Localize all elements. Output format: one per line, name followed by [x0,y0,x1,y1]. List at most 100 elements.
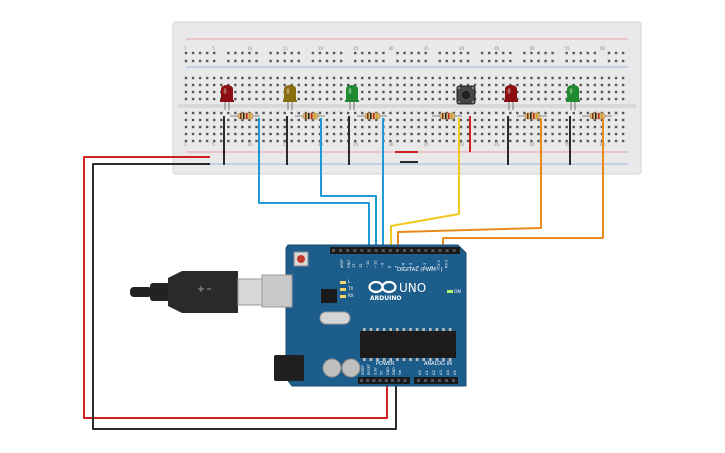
power-pin-label: IOREF [361,365,365,375]
digital-pin-label: 8 [388,265,392,268]
wire-blue-2[interactable] [320,118,377,247]
led-yellow[interactable] [283,85,297,110]
column-number: 45 [494,142,500,147]
power-header-pins [360,379,455,382]
capacitor-1 [322,358,342,378]
column-number: 50 [529,46,535,51]
column-number: 55 [565,142,571,147]
analog-label: ANALOG IN [424,361,452,367]
column-number: 25 [353,46,359,51]
model-label: UNO [399,281,426,295]
led-green[interactable] [566,85,580,110]
resistor[interactable] [517,112,547,120]
power-pin-label: 3.3V [373,367,377,375]
digital-label: DIGITAL (PWM~) [397,267,443,273]
tx-label: TX [347,286,353,291]
ground-jumpers [223,116,571,165]
column-number: 60 [600,46,606,51]
digital-pin-label: ~3 [423,263,427,268]
column-number: 15 [283,142,289,147]
analog-pin-label: A3 [439,370,443,375]
power-pin-label: GND [392,367,396,375]
on-label: ON [454,289,461,295]
resistor[interactable] [295,112,325,120]
wires[interactable] [83,118,604,430]
column-number: 10 [247,142,253,147]
usb-cable[interactable] [130,271,267,313]
power-pin-label: 5V [380,370,384,375]
resistor[interactable] [230,112,260,120]
digital-pin-label: 12 [359,263,363,268]
resistor-group [230,112,612,120]
power-jack [274,355,304,381]
column-number: 5 [212,142,215,147]
analog-pin-label: A1 [425,370,429,375]
wire-black-gnd[interactable] [92,163,397,430]
power-pin-label: RESET [367,363,371,375]
wire-red-5v[interactable] [83,156,388,419]
analog-pin-label: A2 [432,370,436,375]
digital-pin-label: 4 [416,265,420,268]
column-number: 5 [212,46,215,51]
digital-pin-label: ~5 [409,263,413,268]
resistor[interactable] [432,112,462,120]
column-number: 1 [184,142,187,147]
rx-label: RX [348,293,354,298]
capacitor-2 [341,358,361,378]
digital-pin-label: ~9 [380,262,384,268]
digital-pin-label: 7 [395,266,399,268]
brand-label: ARDUINO [370,295,401,302]
column-number: 35 [424,46,430,51]
led-group [220,85,580,110]
column-number: 50 [529,142,535,147]
led-red[interactable] [220,85,234,110]
column-number: 30 [388,46,394,51]
digital-pin-label: ~6 [402,262,406,268]
column-number: 1 [184,46,187,51]
digital-pin-label: TX 1 [437,260,441,269]
power-header [358,377,410,384]
digital-pin-label: RX 0 [444,259,448,268]
column-number: 40 [459,142,465,147]
wire-orange-2[interactable] [442,118,604,247]
reset-button[interactable] [297,255,305,263]
digital-pin-label: 13 [352,263,356,268]
column-number: 30 [388,142,394,147]
wire-blue-1[interactable] [258,118,370,247]
analog-pin-label: A0 [418,370,422,375]
wire-orange-1[interactable] [397,118,542,247]
digital-header-pins [332,249,456,252]
crystal [319,311,351,325]
column-number: 35 [424,142,430,147]
breadboard-holes [184,51,625,143]
column-number: 45 [494,46,500,51]
led-red[interactable] [504,85,518,110]
digital-pin-label: ~11 [366,260,370,268]
column-number: 20 [318,46,324,51]
resistor[interactable] [582,112,612,120]
atmega-chip [360,331,456,358]
led-green[interactable] [345,85,359,110]
column-number: 15 [283,46,289,51]
power-label: POWER [376,361,395,367]
column-number: 55 [565,46,571,51]
resistor[interactable] [357,112,387,120]
digital-pin-label: ~10 [373,260,377,268]
digital-header [330,247,460,254]
arduino-logo-icon [368,280,397,294]
analog-pin-label: A4 [446,370,450,375]
arduino-uno[interactable]: ARDUINO UNO DIGITAL (PWM~) POWER ANALOG … [261,244,467,387]
power-pin-label: GND [386,367,390,375]
analog-header [414,377,458,384]
wire-yellow[interactable] [390,118,460,247]
power-pin-label: Vin [398,370,402,375]
gnd-label: GND [347,260,351,268]
chip-pins [363,328,452,361]
pushbutton[interactable] [456,85,476,105]
column-number: 25 [353,142,359,147]
